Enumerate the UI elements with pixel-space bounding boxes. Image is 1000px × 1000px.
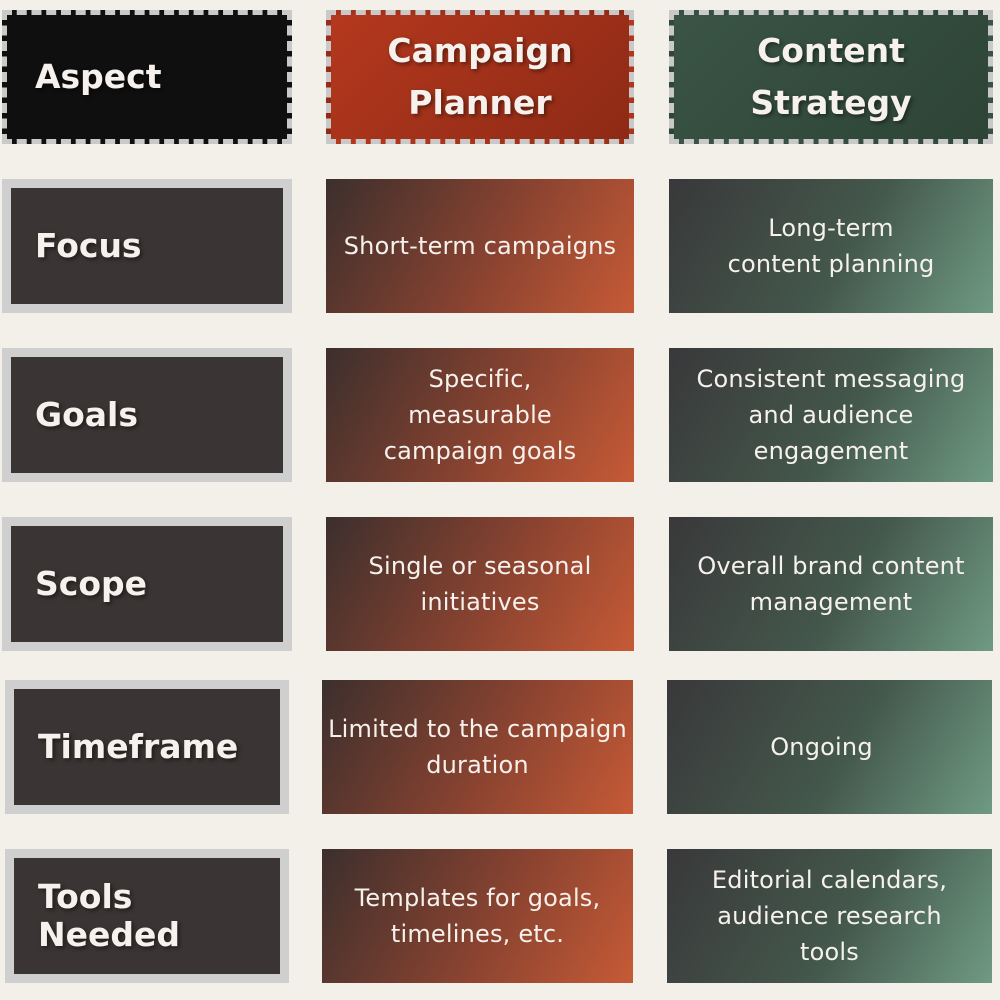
cell-text: Single or seasonal initiatives [368, 552, 592, 616]
row-focus-content: Long-term content planning [669, 179, 993, 313]
row-timeframe-content: Ongoing [667, 680, 992, 814]
aspect-label: Goals [35, 395, 138, 434]
cell-text: Overall brand content management [697, 552, 965, 616]
cell-text: Templates for goals, timelines, etc. [354, 884, 601, 948]
row-goals-campaign: Specific, measurable campaign goals [326, 348, 634, 482]
header-aspect: Aspect [2, 10, 292, 144]
aspect-label: Timeframe [38, 727, 239, 766]
row-timeframe-aspect: Timeframe [5, 680, 289, 814]
header-content-strategy: Content Strategy [669, 10, 993, 144]
header-content-strategy-label: Content Strategy [750, 31, 912, 122]
cell-text: Long-term content planning [727, 214, 935, 278]
cell-text: Specific, measurable campaign goals [383, 365, 577, 465]
aspect-label: Scope [35, 564, 148, 603]
cell-text: Ongoing [770, 733, 873, 761]
row-focus-campaign: Short-term campaigns [326, 179, 634, 313]
row-scope-content: Overall brand content management [669, 517, 993, 651]
row-goals-aspect: Goals [2, 348, 292, 482]
header-campaign-planner-label: Campaign Planner [387, 31, 573, 122]
cell-text: Short-term campaigns [343, 232, 617, 260]
header-campaign-planner: Campaign Planner [326, 10, 634, 144]
cell-text: Consistent messaging and audience engage… [696, 365, 966, 465]
row-timeframe-campaign: Limited to the campaign duration [322, 680, 633, 814]
aspect-label: Tools Needed [38, 877, 181, 954]
cell-text: Limited to the campaign duration [328, 715, 627, 779]
row-goals-content: Consistent messaging and audience engage… [669, 348, 993, 482]
aspect-label: Focus [35, 226, 142, 265]
row-focus-aspect: Focus [2, 179, 292, 313]
header-aspect-label: Aspect [35, 57, 162, 96]
row-scope-campaign: Single or seasonal initiatives [326, 517, 634, 651]
row-tools-needed-aspect: Tools Needed [5, 849, 289, 983]
row-tools-needed-content: Editorial calendars, audience research t… [667, 849, 992, 983]
cell-text: Editorial calendars, audience research t… [711, 866, 948, 966]
row-scope-aspect: Scope [2, 517, 292, 651]
row-tools-needed-campaign: Templates for goals, timelines, etc. [322, 849, 633, 983]
